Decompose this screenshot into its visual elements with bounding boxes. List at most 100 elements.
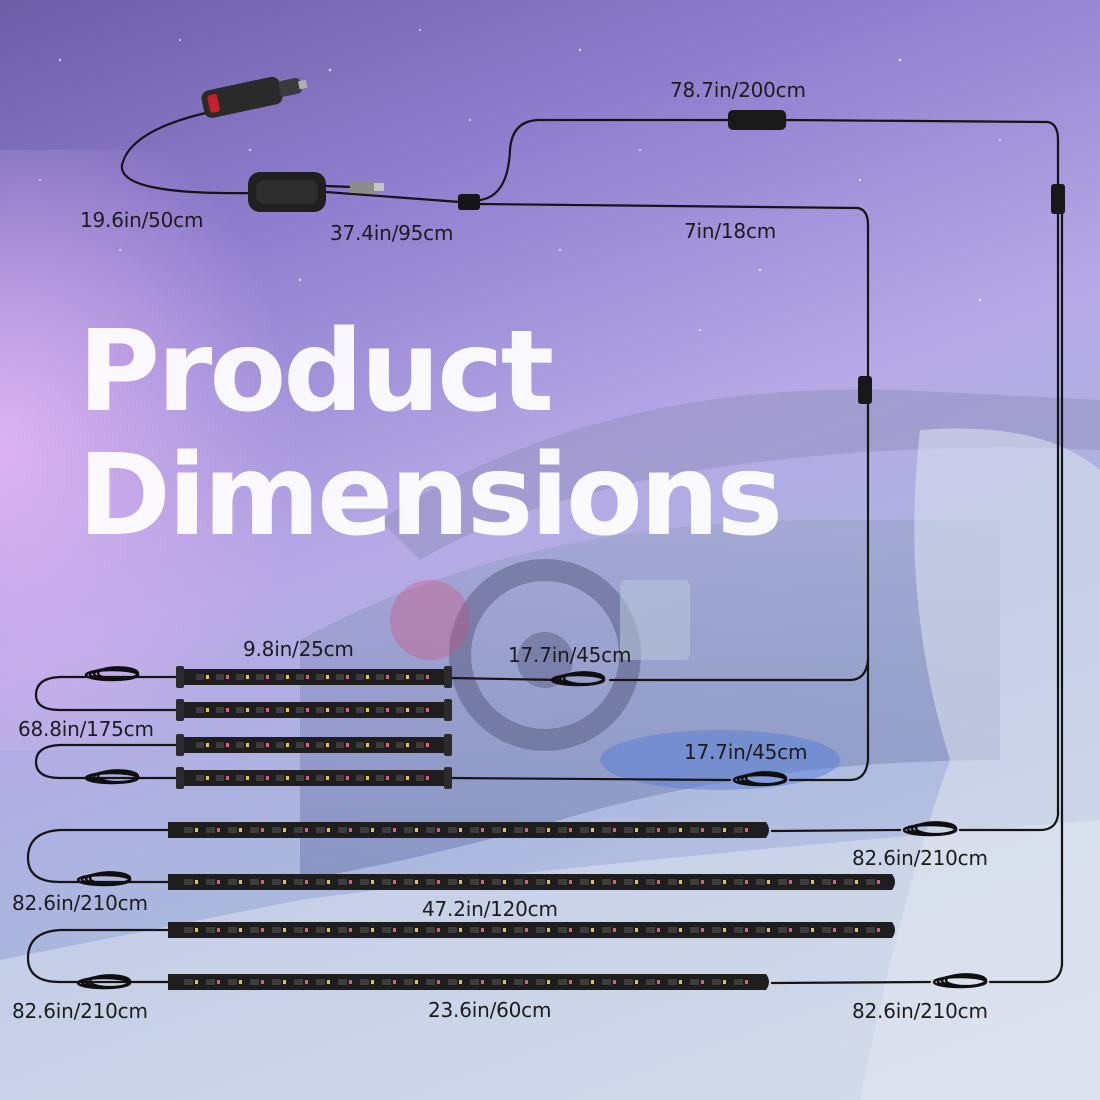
led-chip — [866, 879, 875, 885]
splitter-cable-length-label: 7in/18cm — [684, 219, 777, 243]
led-chip — [338, 927, 347, 933]
led-chip — [778, 927, 787, 933]
led-chip — [316, 979, 325, 985]
led-chip — [712, 927, 721, 933]
extension-cable-length-label: 78.7in/200cm — [670, 78, 806, 102]
led-chip — [316, 775, 324, 781]
led-chip — [396, 707, 404, 713]
cable-coil-icon — [902, 821, 958, 837]
led-chip — [294, 879, 303, 885]
led-chip — [602, 979, 611, 985]
led-chip — [294, 979, 303, 985]
led-chip — [360, 979, 369, 985]
led-chip — [690, 879, 699, 885]
led-chip — [338, 827, 347, 833]
cable — [34, 743, 180, 780]
led-chip — [376, 742, 384, 748]
cable — [120, 110, 252, 195]
led-chip — [236, 674, 244, 680]
led-chip — [602, 927, 611, 933]
led-chip — [800, 879, 809, 885]
short-strip-length-label: 9.8in/25cm — [243, 637, 354, 661]
cable — [448, 676, 562, 682]
page-title-line-1: Product — [78, 307, 554, 437]
led-chip — [404, 827, 413, 833]
led-chip — [184, 927, 193, 933]
led-chip — [492, 879, 501, 885]
led-chip — [448, 927, 457, 933]
led-chip — [712, 979, 721, 985]
led-chip — [404, 979, 413, 985]
led-chip — [382, 827, 391, 833]
led-chip — [272, 827, 281, 833]
led-chip — [184, 979, 193, 985]
controller-box-icon — [248, 172, 326, 212]
led-chip — [382, 927, 391, 933]
cable-coil-icon — [76, 974, 132, 990]
led-chip — [514, 879, 523, 885]
led-chip — [228, 879, 237, 885]
cable — [324, 190, 462, 204]
led-chip — [712, 827, 721, 833]
led-chip — [580, 927, 589, 933]
led-chip — [250, 879, 259, 885]
led-chip — [668, 927, 677, 933]
cable-coil-icon — [732, 771, 788, 787]
inline-connector — [1051, 184, 1065, 214]
splitter-connector — [458, 194, 480, 210]
led-chip — [426, 927, 435, 933]
led-chip — [558, 979, 567, 985]
led-chip — [382, 879, 391, 885]
led-chip — [206, 879, 215, 885]
led-chip — [416, 707, 424, 713]
led-chip — [734, 827, 743, 833]
short-led-strip — [176, 734, 452, 756]
cable — [448, 776, 732, 782]
led-chip — [276, 775, 284, 781]
led-chip — [376, 775, 384, 781]
led-chip — [256, 674, 264, 680]
led-chip — [426, 979, 435, 985]
cables — [26, 110, 1064, 985]
center-screen — [620, 580, 690, 660]
led-chip — [256, 742, 264, 748]
led-chip — [448, 979, 457, 985]
led-strips — [168, 666, 895, 990]
led-chip — [360, 927, 369, 933]
cable-coil-icon — [550, 671, 606, 687]
cable — [478, 202, 870, 378]
led-chip — [646, 927, 655, 933]
led-chip — [296, 775, 304, 781]
led-chip — [712, 879, 721, 885]
led-chip — [338, 879, 347, 885]
cable — [788, 658, 870, 782]
page-title-line-2: Dimensions — [78, 431, 783, 561]
led-chip — [416, 775, 424, 781]
led-chip — [558, 827, 567, 833]
led-chip — [256, 707, 264, 713]
long-strip-link-top-left-label: 82.6in/210cm — [12, 891, 148, 915]
led-chip — [360, 827, 369, 833]
led-chip — [216, 742, 224, 748]
led-chip — [396, 674, 404, 680]
led-chip — [690, 927, 699, 933]
led-chip — [196, 707, 204, 713]
led-chip — [296, 674, 304, 680]
led-chip — [250, 979, 259, 985]
led-chip — [580, 979, 589, 985]
led-chip — [272, 979, 281, 985]
led-chip — [646, 827, 655, 833]
led-chip — [276, 742, 284, 748]
led-chip — [492, 827, 501, 833]
led-chip — [778, 879, 787, 885]
led-chip — [416, 742, 424, 748]
short-led-strip — [176, 699, 452, 721]
led-chip — [558, 879, 567, 885]
gauge — [390, 580, 470, 660]
led-chip — [734, 879, 743, 885]
led-chip — [196, 674, 204, 680]
led-chip — [492, 979, 501, 985]
led-chip — [756, 927, 765, 933]
led-chip — [256, 775, 264, 781]
led-chip — [276, 707, 284, 713]
